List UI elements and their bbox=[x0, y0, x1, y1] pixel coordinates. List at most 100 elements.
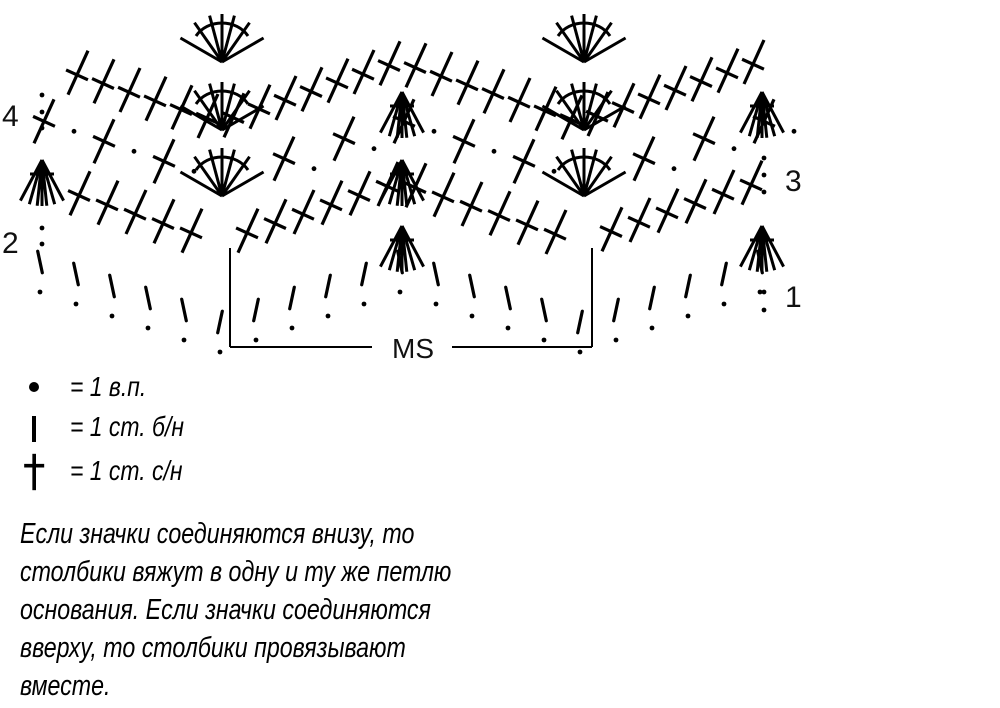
single-crochet-stitch bbox=[648, 285, 656, 311]
chain-stitch bbox=[761, 307, 767, 313]
double-crochet-stitch bbox=[715, 48, 740, 94]
single-crochet-stitch bbox=[612, 297, 620, 323]
double-crochet-stitch bbox=[655, 188, 680, 234]
double-crochet-stitch bbox=[273, 75, 298, 121]
double-crochet-stitch bbox=[195, 93, 220, 139]
note-line: основания. Если значки соединяются bbox=[20, 594, 431, 626]
double-crochet-stitch bbox=[512, 138, 536, 184]
chain-stitch bbox=[761, 155, 767, 161]
chain-stitch bbox=[253, 337, 259, 343]
double-crochet-stitch bbox=[632, 136, 656, 182]
note-line: Если значки соединяются внизу, то bbox=[20, 518, 415, 550]
chain-stitch bbox=[731, 146, 737, 152]
chain-stitch bbox=[39, 241, 45, 247]
row-number-1: 1 bbox=[785, 281, 802, 314]
chain-stitch bbox=[551, 168, 557, 174]
double-crochet-stitch bbox=[117, 67, 142, 113]
double-crochet-stitch bbox=[637, 74, 662, 120]
single-crochet-stitch bbox=[540, 297, 548, 323]
double-crochet-stitch bbox=[143, 76, 168, 122]
row-4-stitches bbox=[65, 14, 785, 140]
legend-text-double-crochet: = 1 ст. с/н bbox=[70, 455, 183, 486]
chain-stitch bbox=[761, 172, 767, 178]
double-crochet-stitch bbox=[429, 51, 454, 97]
cluster-stitch bbox=[379, 225, 425, 272]
double-crochet-stitch bbox=[481, 68, 506, 114]
double-crochet-stitch bbox=[325, 58, 350, 104]
chain-stitch bbox=[433, 301, 439, 307]
double-crochet-stitch bbox=[515, 200, 540, 246]
repeat-bracket bbox=[229, 248, 593, 348]
double-crochet-stitch bbox=[32, 98, 56, 144]
chain-stitch bbox=[761, 189, 767, 195]
row-number-4: 4 bbox=[2, 100, 19, 133]
double-crochet-stitch bbox=[431, 172, 456, 218]
chain-stitch bbox=[577, 349, 583, 355]
double-crochet-stitch bbox=[319, 180, 344, 226]
chain-stitch bbox=[325, 313, 331, 319]
chain-stitch bbox=[721, 301, 727, 307]
double-crochet-stitch bbox=[95, 180, 120, 226]
chain-stitch bbox=[791, 128, 797, 134]
chain-stitch bbox=[491, 148, 497, 154]
double-crochet-stitch bbox=[459, 181, 484, 227]
crochet-chart bbox=[19, 14, 797, 355]
single-crochet-stitch bbox=[432, 261, 440, 287]
double-crochet-stitch bbox=[123, 189, 148, 235]
chain-stitch bbox=[181, 337, 187, 343]
double-crochet-stitch bbox=[663, 65, 688, 111]
chain-stitch bbox=[39, 92, 45, 98]
cluster-stitch bbox=[379, 91, 425, 138]
double-crochet-stitch bbox=[585, 91, 610, 137]
double-crochet-stitch bbox=[683, 178, 708, 224]
double-crochet-stitch bbox=[152, 138, 176, 184]
double-crochet-stitch bbox=[711, 169, 736, 215]
cluster-stitch bbox=[19, 159, 65, 206]
single-crochet-stitch bbox=[720, 261, 728, 287]
double-crochet-stitch bbox=[739, 160, 764, 206]
chain-stitch bbox=[71, 128, 77, 134]
chain-stitch bbox=[109, 313, 115, 319]
row-number-3: 3 bbox=[785, 165, 802, 198]
chain-stitch bbox=[73, 301, 79, 307]
single-crochet-stitch bbox=[108, 273, 116, 299]
double-crochet-stitch bbox=[235, 208, 260, 254]
chain-stitch bbox=[145, 325, 151, 331]
single-crochet-stitch bbox=[504, 285, 512, 311]
double-crochet-stitch bbox=[692, 116, 716, 162]
double-crochet-stitch bbox=[91, 58, 116, 104]
double-crochet-stitch bbox=[599, 206, 624, 252]
chain-stitch bbox=[431, 128, 437, 134]
double-crochet-stitch bbox=[332, 116, 356, 162]
shell-fan bbox=[179, 14, 265, 64]
shell-fan bbox=[541, 14, 627, 64]
row-number-2: 2 bbox=[2, 227, 19, 260]
instruction-note: Если значки соединяются внизу, то столби… bbox=[20, 515, 516, 705]
double-crochet-stitch bbox=[65, 50, 90, 96]
double-crochet-icon bbox=[24, 453, 45, 491]
double-crochet-stitch bbox=[347, 170, 372, 216]
single-crochet-icon bbox=[32, 416, 36, 442]
single-crochet-stitch bbox=[360, 261, 368, 287]
double-crochet-stitch bbox=[452, 118, 476, 164]
shell-fan bbox=[179, 148, 265, 198]
chain-stitch bbox=[37, 289, 43, 295]
double-crochet-stitch bbox=[533, 86, 558, 132]
double-crochet-stitch bbox=[92, 118, 116, 164]
double-crochet-stitch bbox=[543, 209, 568, 255]
chain-stitch bbox=[289, 325, 295, 331]
double-crochet-stitch bbox=[487, 190, 512, 236]
double-crochet-stitch bbox=[179, 208, 204, 254]
double-crochet-stitch bbox=[377, 40, 402, 86]
single-crochet-stitch bbox=[36, 249, 44, 275]
chain-stitch bbox=[39, 225, 45, 231]
double-crochet-stitch bbox=[151, 198, 176, 244]
cluster-stitch bbox=[379, 159, 425, 206]
single-crochet-stitch bbox=[216, 309, 224, 335]
chain-stitch bbox=[469, 313, 475, 319]
single-crochet-stitch bbox=[180, 297, 188, 323]
chain-stitch bbox=[757, 289, 763, 295]
double-crochet-stitch bbox=[169, 84, 194, 130]
cluster-stitch bbox=[739, 225, 785, 272]
double-crochet-stitch bbox=[507, 77, 532, 123]
